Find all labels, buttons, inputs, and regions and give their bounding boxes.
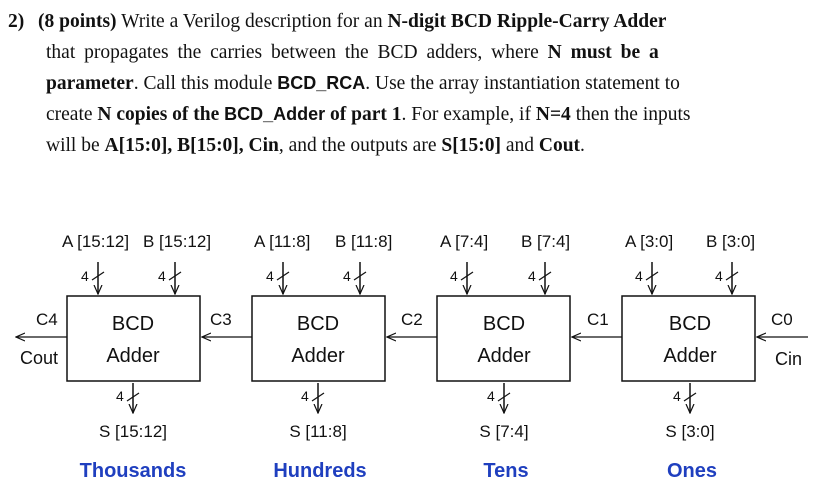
bus-width: 4 [635, 268, 643, 284]
output-s-label: S [15:12] [99, 422, 167, 441]
input-a-label: A [3:0] [625, 232, 673, 251]
output-s-label: S [11:8] [289, 422, 346, 441]
text: then the inputs [575, 104, 691, 125]
adder-line1: BCD [669, 313, 711, 335]
bus-width: 4 [81, 268, 89, 284]
bold-text: N-digit BCD Ripple-Carry Adder [387, 11, 667, 32]
text: . Use the array instantiation statement … [365, 73, 680, 94]
bus-width: 4 [158, 268, 166, 284]
adder-hundreds: BCD Adder A [11:8] B [11:8] 4 4 4 S [11:… [251, 232, 392, 482]
text: , and the outputs are [278, 135, 437, 156]
bus-width: 4 [343, 268, 351, 284]
adder-ones: BCD Adder A [3:0] B [3:0] 4 4 4 S [3:0] … [621, 232, 756, 482]
carry-wires: C4 C3 C2 C1 C0 Cout Cin [16, 310, 808, 369]
question-line-1: (8 points) Write a Verilog description f… [38, 6, 666, 37]
output-s-label: S [3:0] [665, 422, 714, 441]
bold-text: S[15:0] [441, 135, 501, 156]
output-s-label: S [7:4] [479, 422, 528, 441]
bold-text: N copies of the [97, 104, 220, 125]
input-b-label: B [11:8] [335, 232, 392, 251]
adder-box [621, 295, 756, 382]
carry-c4-label: C4 [36, 310, 58, 329]
adder-line1: BCD [297, 313, 339, 335]
adder-line1: BCD [112, 313, 154, 335]
bus-width: 4 [450, 268, 458, 284]
carry-c1-label: C1 [587, 310, 609, 329]
bold-text: Cout [538, 135, 581, 156]
adder-tens: BCD Adder A [7:4] B [7:4] 4 4 4 S [7:4] … [436, 232, 571, 482]
text: create [46, 104, 93, 125]
bold-text: A[15:0], B[15:0], Cin [104, 135, 279, 156]
question-line-5: will be A[15:0], B[15:0], Cin, and the o… [46, 130, 585, 161]
adder-line2: Adder [477, 345, 531, 367]
module-name: BCD_Adder [224, 104, 326, 124]
text: Write a Verilog description for an [121, 11, 383, 32]
bus-width: 4 [116, 388, 124, 404]
adder-box [66, 295, 201, 382]
text: that propagates the carries between the … [46, 42, 539, 63]
bus-width: 4 [301, 388, 309, 404]
bus-width: 4 [673, 388, 681, 404]
adder-line2: Adder [106, 345, 160, 367]
digit-place-label: Hundreds [273, 460, 366, 482]
bus-width: 4 [487, 388, 495, 404]
carry-c0-label: C0 [771, 310, 793, 329]
digit-place-label: Ones [667, 460, 717, 482]
adder-thousands: BCD Adder A [15:12] B [15:12] 4 4 4 S [1… [62, 232, 211, 482]
adder-box [436, 295, 571, 382]
carry-c2-label: C2 [401, 310, 423, 329]
adder-line2: Adder [291, 345, 345, 367]
question-line-4: create N copies of the BCD_Adder of part… [46, 99, 691, 130]
question-number: 2) [8, 11, 25, 32]
adder-line1: BCD [483, 313, 525, 335]
digit-place-label: Thousands [80, 460, 187, 482]
input-b-label: B [15:12] [143, 232, 211, 251]
question-line-3: parameter. Call this module BCD_RCA. Use… [46, 68, 680, 99]
cin-label: Cin [775, 349, 802, 369]
input-b-label: B [7:4] [521, 232, 570, 251]
adder-line2: Adder [663, 345, 717, 367]
bold-text: parameter [46, 73, 134, 94]
points: (8 points) [38, 11, 117, 32]
input-a-label: A [15:12] [62, 232, 129, 251]
input-b-label: B [3:0] [706, 232, 755, 251]
bold-text: N=4 [535, 104, 571, 125]
digit-place-label: Tens [483, 460, 528, 482]
bus-width: 4 [715, 268, 723, 284]
input-a-label: A [11:8] [254, 232, 310, 251]
text: will be [46, 135, 100, 156]
cout-label: Cout [20, 348, 58, 368]
bold-text: of part 1 [330, 104, 402, 125]
input-a-label: A [7:4] [440, 232, 488, 251]
text: . [580, 135, 585, 156]
text: and [505, 135, 534, 156]
text: . Call this module [133, 73, 273, 94]
bus-width: 4 [528, 268, 536, 284]
carry-c3-label: C3 [210, 310, 232, 329]
text: . For example, if [401, 104, 531, 125]
adder-box [251, 295, 386, 382]
module-name: BCD_RCA [277, 73, 366, 93]
question-line-2: that propagates the carries between the … [46, 37, 659, 68]
bus-width: 4 [266, 268, 274, 284]
bold-text: N must be a [547, 42, 659, 63]
